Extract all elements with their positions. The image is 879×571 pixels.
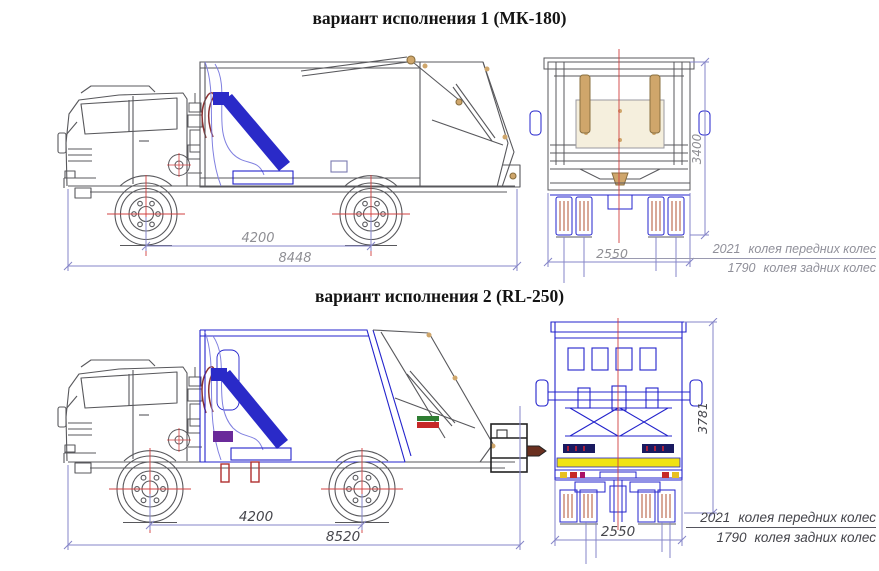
v1-rear-width-dim: 2550	[596, 246, 628, 261]
v2-rear-width-dim: 2550	[601, 524, 635, 540]
variant2-rear-view-drawing: 2550 3781	[535, 318, 718, 564]
v2-red-stripe	[417, 422, 439, 428]
v1-rear-wheels	[550, 194, 690, 283]
v1-tailgate	[300, 55, 521, 188]
v2-yellow-stripe	[556, 457, 681, 468]
v2-rear-track-value: 1790	[716, 530, 747, 545]
variant1-title: вариант исполнения 1 (МК-180)	[312, 8, 567, 28]
v1-rear-mirror-left	[529, 110, 542, 136]
v2-purple-box	[213, 431, 233, 442]
v1-wheelbase-dim: 4200	[241, 231, 274, 246]
v2-front-track-label: колея передних колес	[738, 510, 876, 525]
v2-pto-equipment	[167, 366, 215, 452]
variant1-side-view-drawing: 4200 8448	[57, 55, 522, 271]
v1-front-track-label: колея передних колес	[748, 242, 876, 256]
v2-side-dimensions	[63, 406, 525, 550]
v2-manipulator	[211, 368, 288, 449]
v2-front-track-dim: 2021 колея передних колес	[686, 510, 876, 528]
v1-rear-cylinder-right	[649, 74, 661, 134]
variant2-title: вариант исполнения 2 (RL-250)	[314, 286, 565, 306]
v2-front-track-value: 2021	[700, 510, 731, 525]
v2-rear-height-dim: 3781	[695, 402, 710, 434]
v2-rear-mirror-left	[535, 379, 549, 407]
v1-manipulator	[204, 61, 294, 187]
v2-rear-track-label: колея задних колес	[754, 530, 876, 545]
v2-rear-loader	[490, 423, 547, 473]
v1-length-dim: 8448	[278, 251, 311, 266]
v1-rear-track-label: колея задних колес	[763, 261, 876, 275]
v2-rear-dimensions	[550, 318, 718, 546]
v1-track-labels: 2021 колея передних колес 1790 колея зад…	[610, 242, 876, 275]
variant2-side-view-drawing: 4200 8520	[57, 329, 547, 550]
variant1-rear-view-drawing: 2550 3400	[529, 49, 711, 283]
v2-wheelbase-dim: 4200	[239, 509, 273, 525]
v1-rear-track-value: 1790	[727, 261, 756, 275]
v1-rear-structure	[529, 57, 711, 191]
v2-tailgate	[372, 329, 496, 463]
v1-side-dimensions	[63, 189, 522, 271]
v1-rear-dimensions	[543, 57, 710, 267]
v2-tow-hook	[526, 445, 547, 457]
v2-rear-structure	[535, 321, 703, 479]
v2-lever	[201, 366, 215, 414]
v2-green-stripe	[417, 416, 439, 421]
v2-outrigger-legs	[220, 461, 260, 483]
v2-body	[199, 329, 412, 463]
v1-rear-track-dim: 1790 колея задних колес	[610, 259, 876, 275]
v2-rear-track-dim: 1790 колея задних колес	[686, 528, 876, 545]
v1-front-track-value: 2021	[712, 242, 741, 256]
v1-rear-cylinder-left	[579, 74, 591, 134]
v1-cab	[57, 85, 398, 199]
v1-rear-height-dim: 3400	[690, 133, 704, 164]
v2-length-dim: 8520	[326, 529, 360, 545]
v2-track-labels: 2021 колея передних колес 1790 колея зад…	[686, 510, 876, 545]
v1-body	[199, 61, 421, 188]
v1-front-track-dim: 2021 колея передних колес	[610, 242, 876, 259]
v2-rear-markers	[556, 444, 681, 468]
v1-pto-equipment	[167, 92, 215, 177]
v2-rear-mirror-right	[689, 379, 703, 407]
